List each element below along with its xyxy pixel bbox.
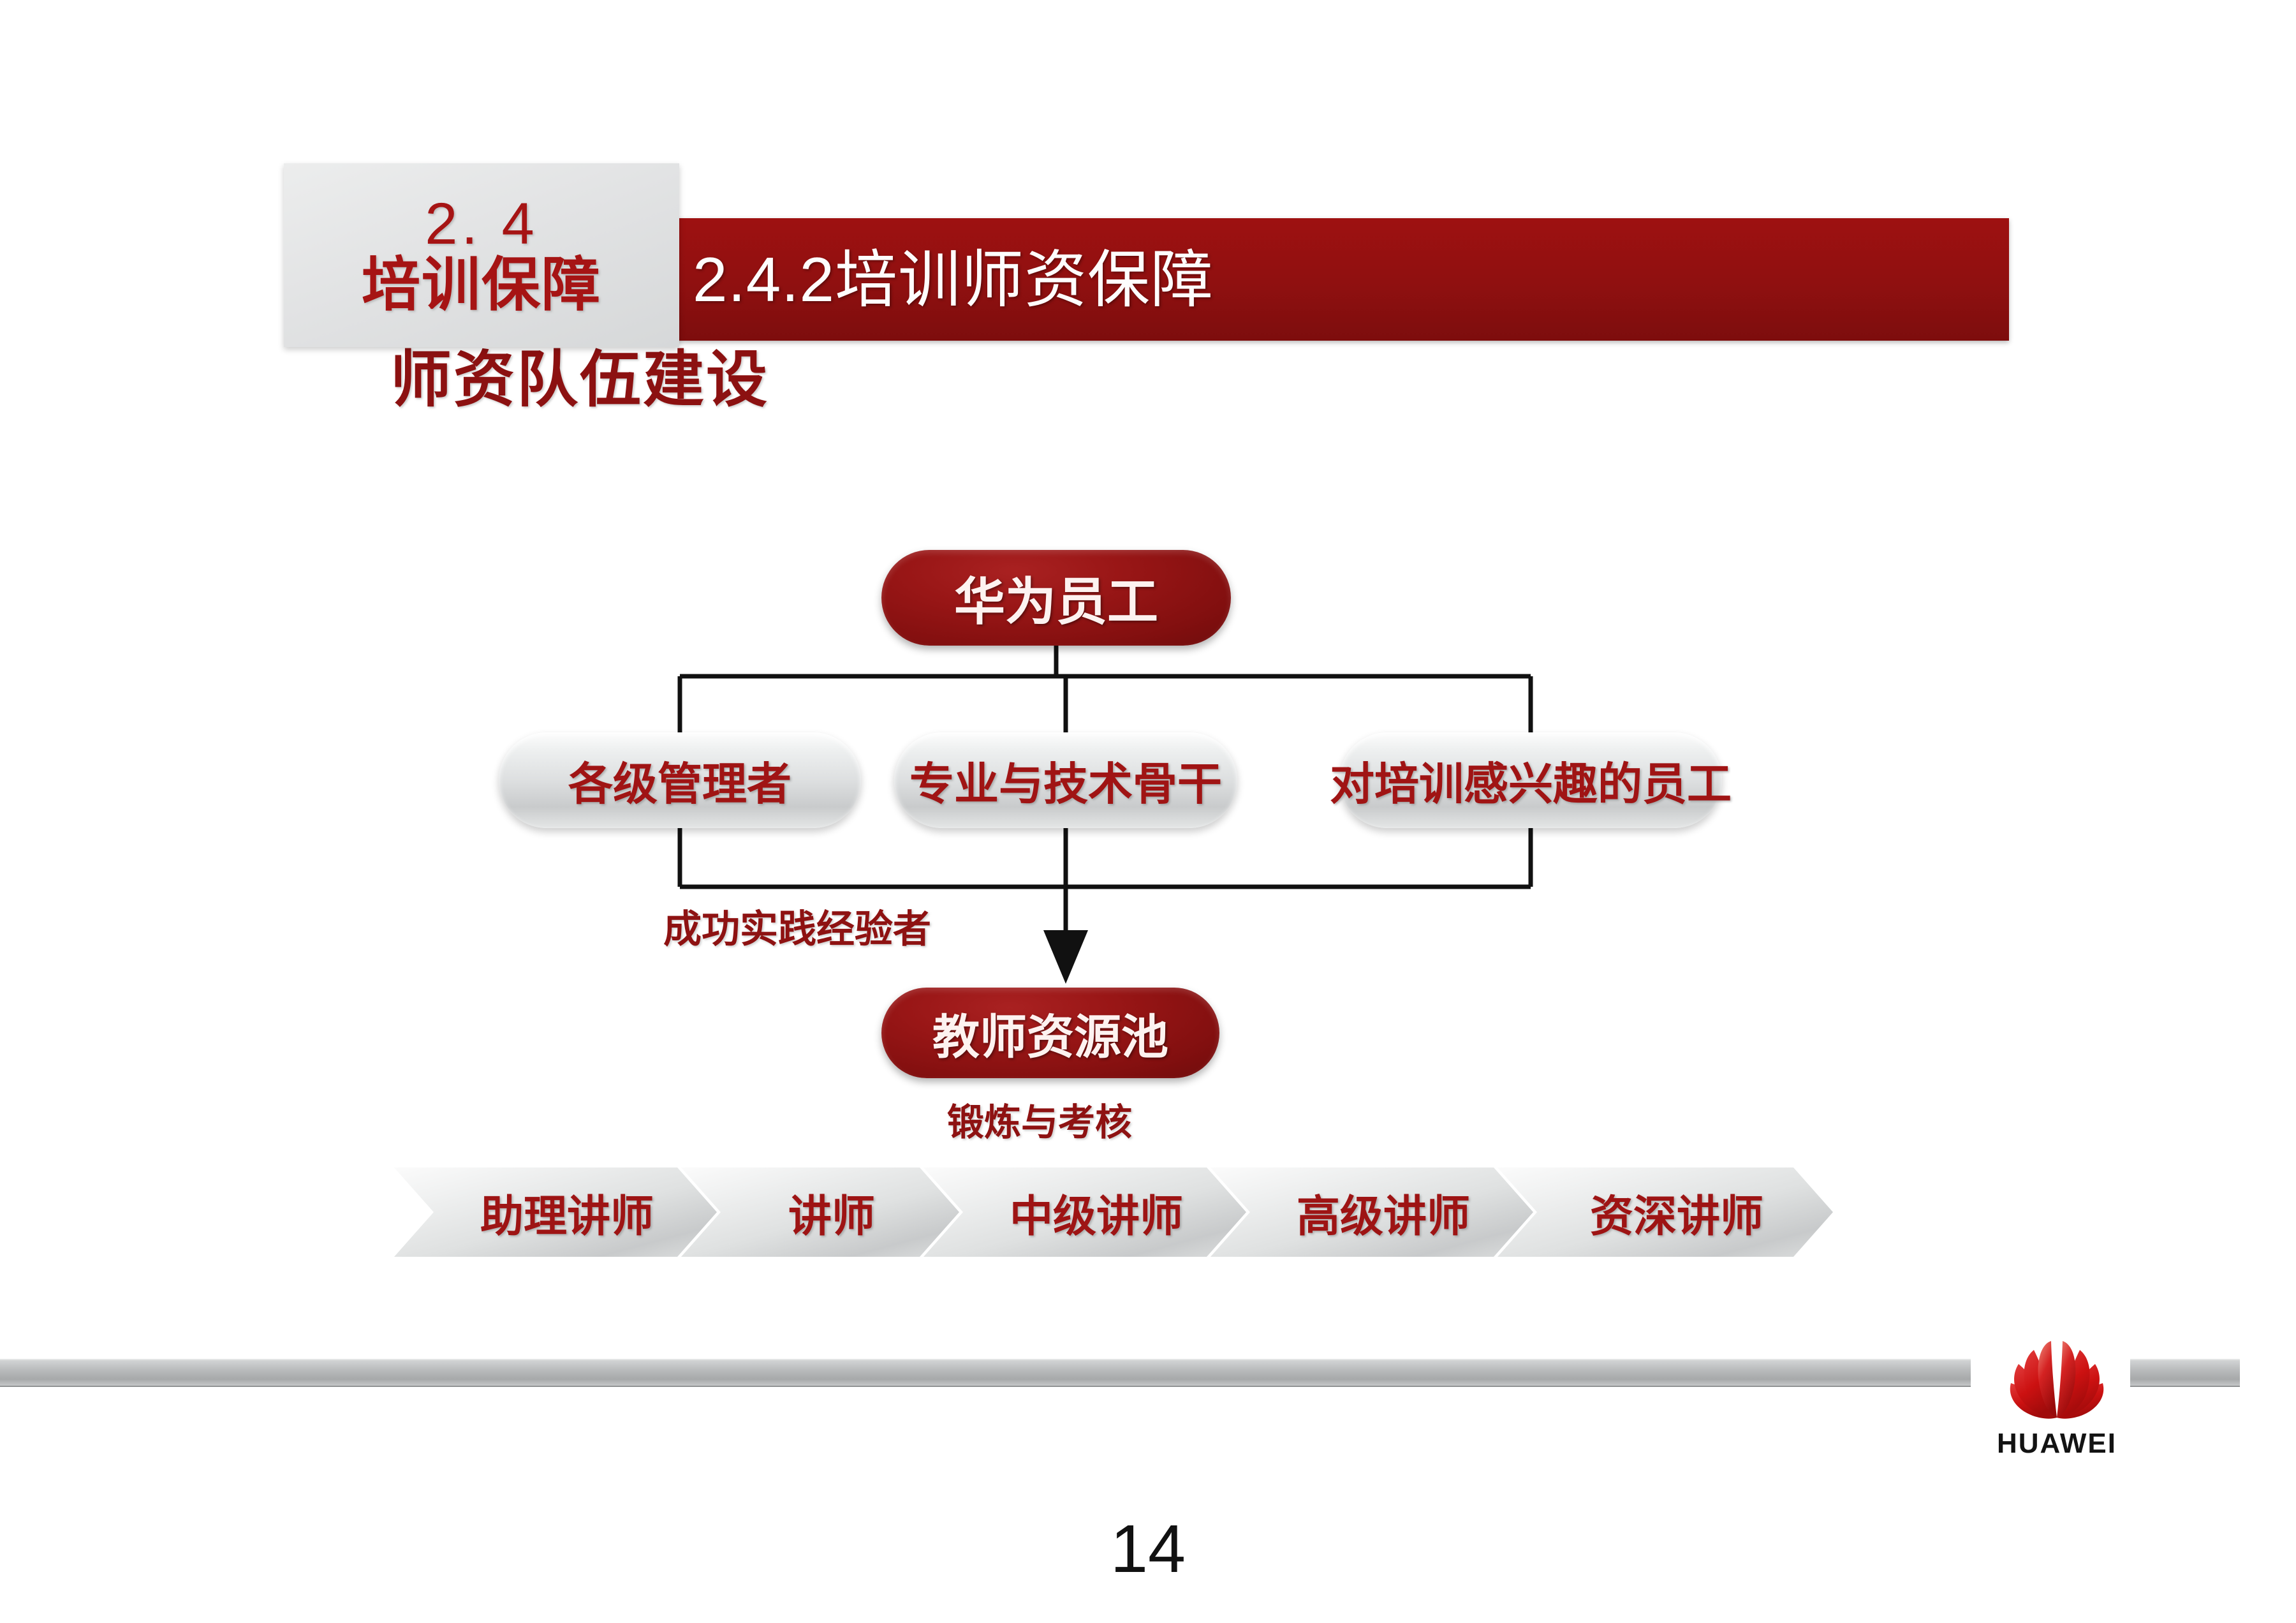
edge-label-training: 锻炼与考核 [947,1102,1133,1143]
page-title: 2.4.2培训师资保障 [693,244,1214,315]
instructor-level-progression: 助理讲师 讲师 中级讲师 高级讲师 资深讲师 [0,1167,2296,1276]
section-tag-box: 2. 4 培训保障 [284,163,679,347]
section-tag-number: 2. 4 [425,191,538,256]
chevron-assistant-instructor[interactable]: 助理讲师 [394,1167,717,1257]
chevron-instructor[interactable]: 讲师 [681,1167,959,1257]
edge-label-experience: 成功实践经验者 [663,908,931,951]
huawei-logo: HUAWEI [1983,1333,2130,1467]
node-professional-technical-backbone[interactable]: 专业与技术骨干 [894,732,1237,828]
section-tag-label: 培训保障 [361,252,601,318]
chevron-expert-instructor[interactable]: 资深讲师 [1498,1167,1833,1257]
footer-divider-bar-cap [2130,1359,2240,1387]
node-managers[interactable]: 各级管理者 [499,732,861,828]
huawei-wordmark: HUAWEI [1997,1428,2117,1459]
huawei-flower-icon [2010,1341,2104,1419]
header-bar: 2.4.2培训师资保障 [663,218,2009,341]
page-number: 14 [1110,1511,1186,1587]
node-huawei-employee[interactable]: 华为员工 [881,550,1231,646]
node-training-interested-employees[interactable]: 对培训感兴趣的员工 [1330,732,1732,828]
node-teacher-resource-pool[interactable]: 教师资源池 [881,988,1219,1078]
chevron-senior-instructor[interactable]: 高级讲师 [1211,1167,1533,1257]
slide-subtitle: 师资队伍建设 [390,346,769,414]
footer-divider-bar [0,1359,1971,1387]
chevron-intermediate-instructor[interactable]: 中级讲师 [924,1167,1246,1257]
